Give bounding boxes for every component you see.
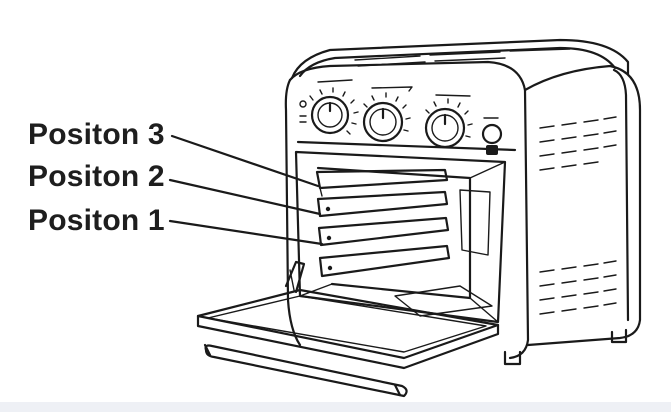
control-panel xyxy=(299,79,503,155)
function-knob xyxy=(424,94,473,149)
door-handle xyxy=(203,343,408,398)
temperature-knob xyxy=(299,79,359,135)
leader-line-position-3 xyxy=(170,134,320,188)
rail-3 xyxy=(316,190,449,218)
label-position-1: Positon 1 xyxy=(28,204,165,237)
rail-1 xyxy=(318,244,451,278)
air-fryer-oven-illustration xyxy=(168,38,642,398)
bottom-band xyxy=(0,402,671,412)
oven-door xyxy=(196,260,500,370)
timer-knob xyxy=(362,86,413,143)
label-position-2: Positon 2 xyxy=(28,160,165,193)
oven-cavity xyxy=(294,150,507,324)
oven-body xyxy=(284,38,642,366)
rack-rails xyxy=(315,168,451,278)
callout-lines xyxy=(168,134,324,246)
power-button xyxy=(481,117,503,155)
label-position-3: Positon 3 xyxy=(28,118,165,151)
leader-line-position-1 xyxy=(168,219,324,246)
rail-2 xyxy=(317,216,450,247)
rail-4 xyxy=(315,168,449,197)
leader-line-position-2 xyxy=(168,178,322,216)
